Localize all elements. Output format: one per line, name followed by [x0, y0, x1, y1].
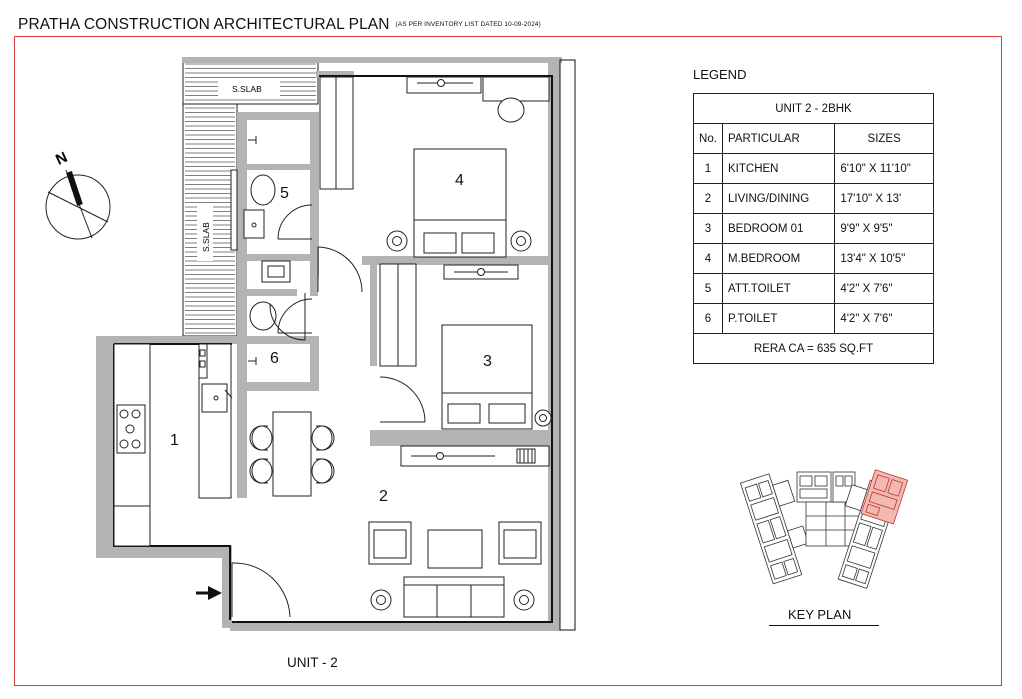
room-number-5: 5 [280, 185, 289, 202]
legend-row-size: 9'9" X 9'5" [834, 213, 934, 244]
legend-unit-row: UNIT 2 - 2BHK [693, 93, 934, 124]
legend-row-size: 6'10" X 11'10" [834, 153, 934, 184]
north-letter: N [53, 149, 70, 169]
doors [231, 204, 426, 618]
bedroom-furniture [379, 263, 552, 430]
legend-row-no: 5 [693, 273, 723, 304]
legend-row-no: 4 [693, 243, 723, 274]
window-strip [559, 59, 576, 631]
legend-col-no: No. [693, 123, 723, 154]
legend-row-size: 13'4" X 10'5" [834, 243, 934, 274]
legend-row-size: 4'2" X 7'6" [834, 303, 934, 334]
legend-row: 5 ATT.TOILET 4'2" X 7'6" [693, 273, 934, 304]
legend-row: 3 BEDROOM 01 9'9" X 9'5" [693, 213, 934, 244]
legend-row: 1 KITCHEN 6'10" X 11'10" [693, 153, 934, 184]
room-number-6: 6 [270, 350, 279, 367]
room-number-2: 2 [379, 488, 388, 505]
drawing-frame [14, 36, 1002, 686]
legend-col-particular: PARTICULAR [721, 123, 836, 154]
legend-row-no: 1 [693, 153, 723, 184]
room-number-3: 3 [483, 353, 492, 370]
legend-row-particular: ATT.TOILET [721, 273, 836, 304]
key-plan-diagram [739, 469, 909, 589]
room-number-4: 4 [455, 172, 464, 189]
kitchen-furniture [113, 343, 233, 547]
legend-heading: LEGEND [693, 67, 747, 82]
master-bedroom-furniture [319, 76, 550, 280]
room-numbers: 1 2 3 4 5 6 [170, 172, 492, 505]
slab-side-label: S.SLAB [201, 222, 211, 252]
key-plan-label: KEY PLAN [788, 607, 852, 622]
legend-row-particular: BEDROOM 01 [721, 213, 836, 244]
legend-unit: UNIT 2 - 2BHK [693, 93, 934, 124]
walls [96, 57, 562, 631]
dining-table [249, 411, 335, 497]
sunk-slab: S.SLAB S.SLAB [182, 58, 319, 337]
legend-row-no: 2 [693, 183, 723, 214]
legend-row-particular: LIVING/DINING [721, 183, 836, 214]
legend-row-no: 3 [693, 213, 723, 244]
key-plan-underline [769, 625, 879, 626]
legend-row-particular: KITCHEN [721, 153, 836, 184]
toilet-fixtures [230, 136, 291, 365]
legend-footer: RERA CA = 635 SQ.FT [693, 333, 934, 364]
unit-label: UNIT - 2 [287, 655, 338, 670]
plan-subtitle: (AS PER INVENTORY LIST DATED 10-09-2024) [395, 21, 541, 29]
legend-row: 4 M.BEDROOM 13'4" X 10'5" [693, 243, 934, 274]
entry-arrow-icon [196, 586, 222, 600]
legend-row-no: 6 [693, 303, 723, 334]
slab-top-label: S.SLAB [232, 84, 262, 94]
legend-row-size: 4'2" X 7'6" [834, 273, 934, 304]
plan-title: PRATHA CONSTRUCTION ARCHITECTURAL PLAN (A… [18, 16, 541, 34]
key-plan-unit-highlight [860, 469, 909, 525]
legend-row-particular: M.BEDROOM [721, 243, 836, 274]
legend-col-sizes: SIZES [834, 123, 934, 154]
north-compass: N [45, 149, 111, 240]
legend-row-size: 17'10" X 13' [834, 183, 934, 214]
legend-footer-row: RERA CA = 635 SQ.FT [693, 333, 934, 364]
legend-table: UNIT 2 - 2BHK No. PARTICULAR SIZES 1 KIT… [693, 93, 934, 364]
plan-title-text: PRATHA CONSTRUCTION ARCHITECTURAL PLAN [18, 16, 390, 33]
legend-row-particular: P.TOILET [721, 303, 836, 334]
legend-header-row: No. PARTICULAR SIZES [693, 123, 934, 154]
legend-row: 6 P.TOILET 4'2" X 7'6" [693, 303, 934, 334]
living-furniture [368, 445, 550, 618]
room-number-1: 1 [170, 432, 179, 449]
legend-row: 2 LIVING/DINING 17'10" X 13' [693, 183, 934, 214]
